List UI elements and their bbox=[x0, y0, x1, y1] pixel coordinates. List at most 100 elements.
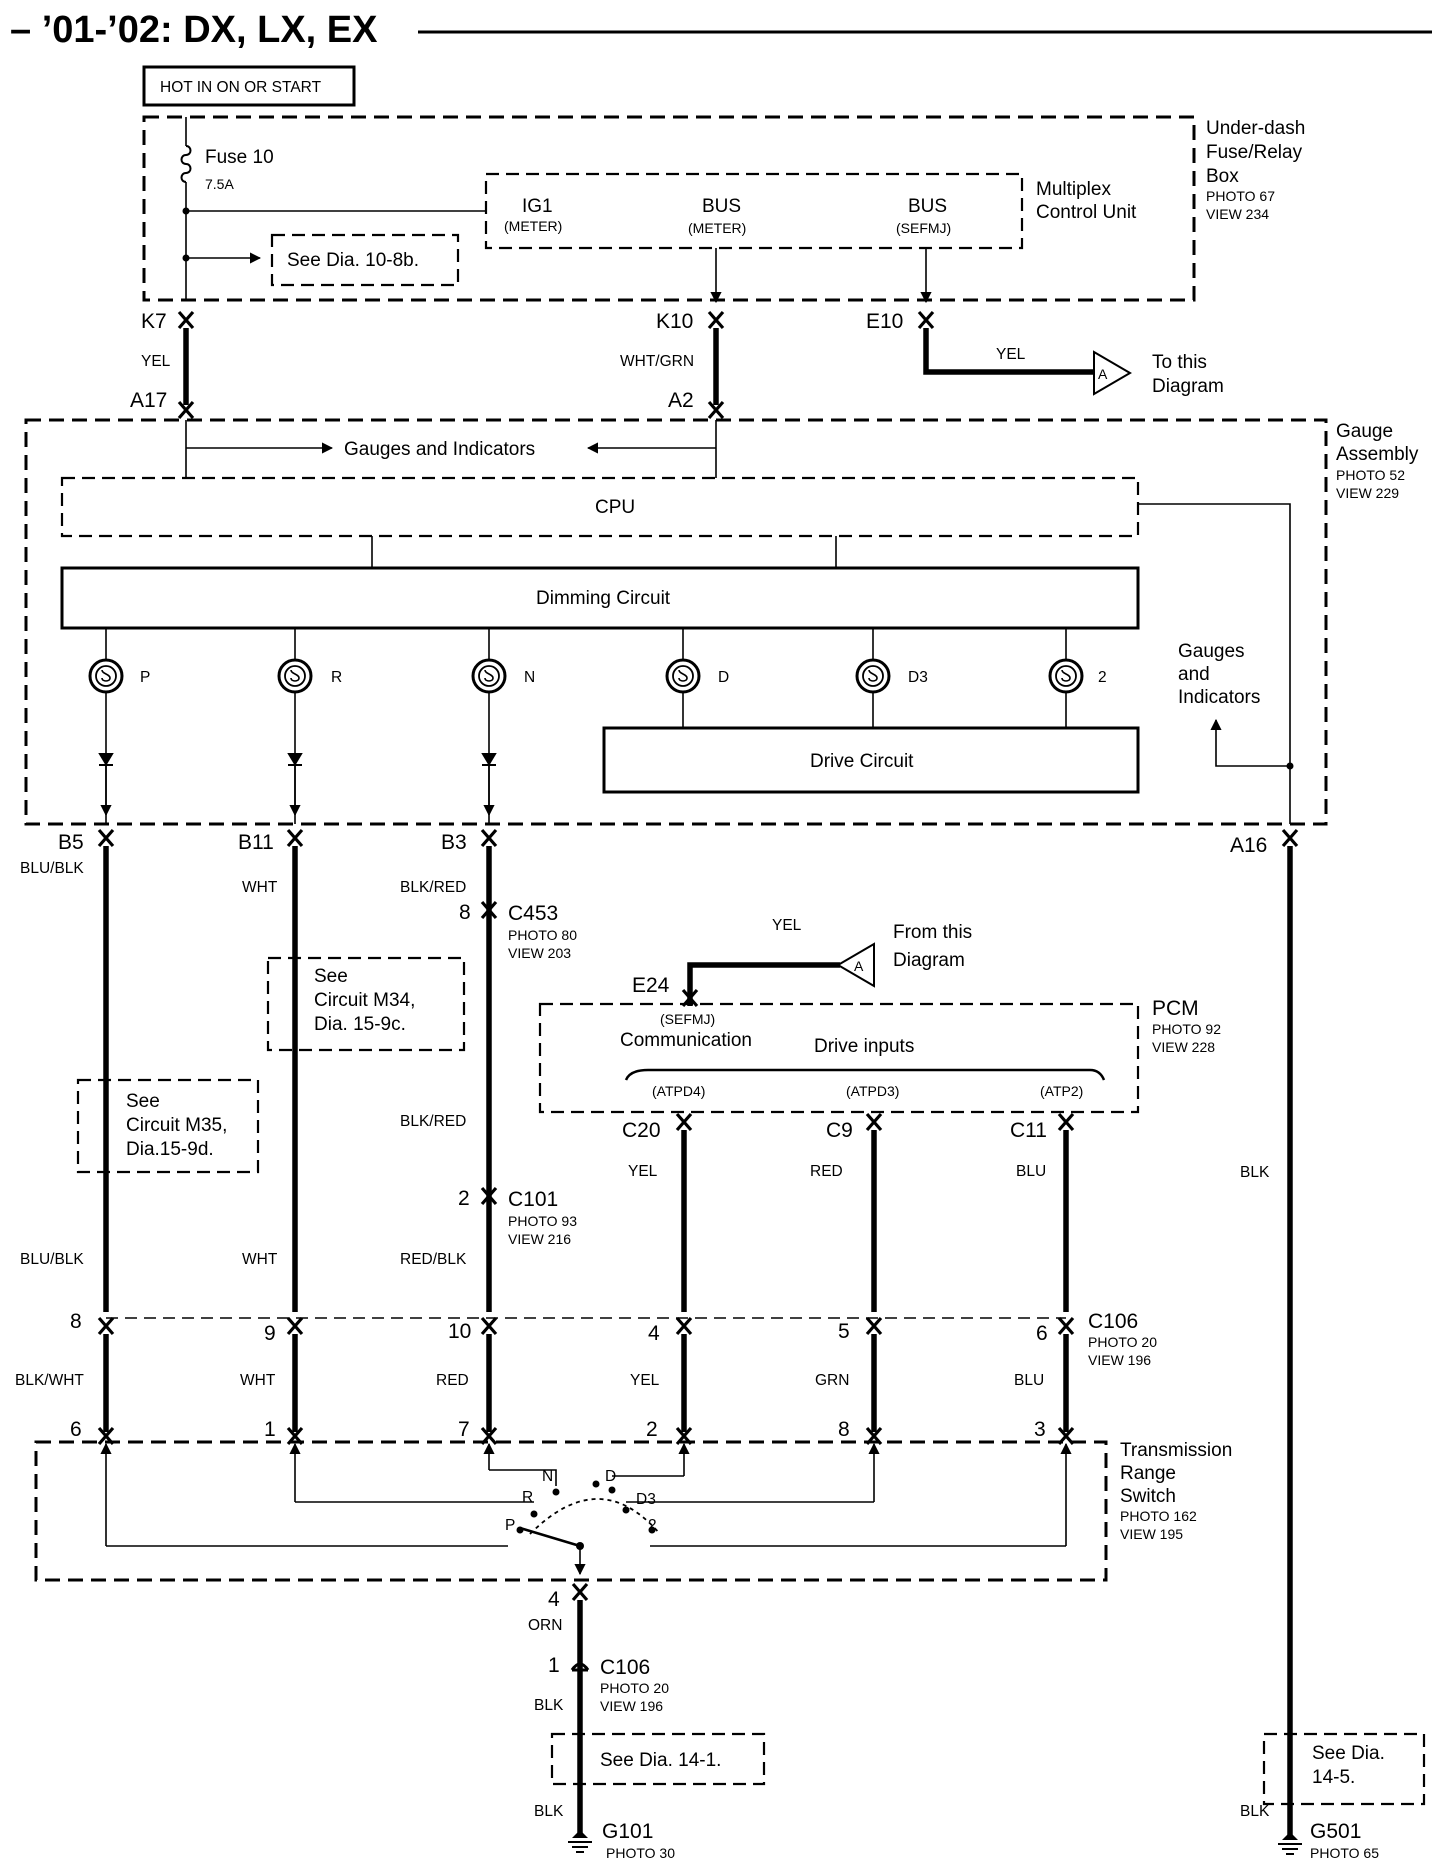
c453-view: VIEW 203 bbox=[508, 945, 571, 961]
ground-g101: G101 bbox=[602, 1820, 653, 1843]
bulb-icon bbox=[665, 658, 701, 694]
wire-b3-color: BLK/RED bbox=[400, 879, 466, 896]
wire-b5-color: BLU/BLK bbox=[20, 860, 84, 877]
indicator-d-label: D bbox=[718, 669, 729, 686]
from-diagram-text-2: Diagram bbox=[893, 950, 965, 971]
wire-c20-color: YEL bbox=[628, 1163, 658, 1180]
ground-g101-icon bbox=[568, 1830, 592, 1853]
power-source-label: HOT IN ON OR START bbox=[160, 79, 322, 96]
pin-c20-label: C20 bbox=[622, 1119, 661, 1142]
indicator-2-label: 2 bbox=[1098, 669, 1107, 686]
trs-pin-label-5: 8 bbox=[838, 1418, 850, 1441]
fuse-box-name-2: Fuse/Relay bbox=[1206, 142, 1303, 163]
wire-a16-color: BLK bbox=[1240, 1164, 1270, 1181]
pin-k7-label: K7 bbox=[141, 310, 167, 333]
c453-pin: 8 bbox=[459, 901, 471, 924]
mcu-ig1-sub: (METER) bbox=[504, 218, 562, 234]
junction-a16 bbox=[1286, 762, 1294, 770]
cpu-to-a16 bbox=[1138, 503, 1291, 824]
pin-a16 bbox=[1281, 828, 1299, 848]
ground-c106-name: C106 bbox=[600, 1656, 650, 1679]
from-diagram-text-1: From this bbox=[893, 922, 972, 943]
from-diagram-a-flag bbox=[836, 942, 875, 988]
ground-c106-photo: PHOTO 20 bbox=[600, 1680, 669, 1696]
c453-name: C453 bbox=[508, 902, 558, 925]
pcm-photo: PHOTO 92 bbox=[1152, 1021, 1221, 1037]
see-m34-3: Dia. 15-9c. bbox=[314, 1014, 406, 1035]
gauge-internal-label: Gauges and Indicators bbox=[344, 439, 535, 460]
bulb-icon bbox=[471, 658, 507, 694]
drive-circuit-label: Drive Circuit bbox=[810, 751, 914, 772]
pcm-sefmj: (SEFMJ) bbox=[660, 1011, 715, 1027]
trs-ground-pin-label: 4 bbox=[548, 1588, 560, 1611]
pin-e24-label: E24 bbox=[632, 974, 670, 997]
pin-c9-label: C9 bbox=[826, 1119, 853, 1142]
c101-pin: 2 bbox=[458, 1187, 470, 1210]
see-10-8b-box bbox=[270, 233, 460, 287]
trs-pos-d: D bbox=[605, 1468, 616, 1485]
wire-3-lower-color: RED/BLK bbox=[400, 1251, 467, 1268]
see-14-5-1: See Dia. bbox=[1312, 1743, 1385, 1764]
ground-g501-icon bbox=[1278, 1832, 1302, 1855]
fuse-box-photo: PHOTO 67 bbox=[1206, 188, 1275, 204]
wire-from-a-to-e24 bbox=[687, 962, 840, 1006]
ground-c106-view: VIEW 196 bbox=[600, 1698, 663, 1714]
drive-circuit-box bbox=[602, 726, 1140, 794]
trs-pos-2: 2 bbox=[648, 1517, 657, 1534]
mcu-name-2: Control Unit bbox=[1036, 202, 1137, 223]
trs-pos-p: P bbox=[505, 1517, 515, 1534]
see-14-1-box bbox=[550, 1732, 766, 1786]
wire-b11-color: WHT bbox=[242, 879, 278, 896]
to-diagram-text-2: Diagram bbox=[1152, 376, 1224, 397]
trs-pin-label-6: 3 bbox=[1034, 1418, 1046, 1441]
gauge-right-label-1: Gauges bbox=[1178, 641, 1245, 662]
see-m34-1: See bbox=[314, 966, 348, 987]
dimming-circuit-box bbox=[60, 566, 1140, 630]
ground-wire-lower-color: BLK bbox=[534, 1697, 564, 1714]
bulb-icon bbox=[855, 658, 891, 694]
ground-g501: G501 bbox=[1310, 1820, 1361, 1843]
c106-name: C106 bbox=[1088, 1310, 1138, 1333]
pin-a16-label: A16 bbox=[1230, 834, 1267, 857]
fuse-rating: 7.5A bbox=[205, 176, 234, 192]
trs-pos-n: N bbox=[542, 1468, 553, 1485]
see-m34-box bbox=[266, 956, 466, 1052]
bulb-icon bbox=[1048, 658, 1084, 694]
pin-b11-label: B11 bbox=[238, 831, 274, 854]
pin-k10-label: K10 bbox=[656, 310, 693, 333]
from-diagram-wire-color: YEL bbox=[772, 917, 802, 934]
see-m35-1: See bbox=[126, 1091, 160, 1112]
see-14-5-2: 14-5. bbox=[1312, 1767, 1355, 1788]
wire-k10-color: WHT/GRN bbox=[620, 353, 694, 370]
pin-b3 bbox=[480, 828, 498, 848]
c106-pin-5 bbox=[865, 1316, 883, 1336]
trs-photo: PHOTO 162 bbox=[1120, 1508, 1197, 1524]
pin-b3-label: B3 bbox=[441, 831, 467, 854]
wire-e10-color: YEL bbox=[996, 346, 1026, 363]
pin-c11 bbox=[1057, 1112, 1075, 1132]
see-14-5-box bbox=[1262, 1732, 1426, 1806]
c106-pin-9 bbox=[286, 1316, 304, 1336]
trs-pin-label-4: 2 bbox=[646, 1418, 658, 1441]
trs-name-3: Switch bbox=[1120, 1486, 1176, 1507]
see-m34-2: Circuit M34, bbox=[314, 990, 415, 1011]
trs-pos-d3: D3 bbox=[636, 1491, 656, 1508]
to-diagram-a-letter: A bbox=[1098, 366, 1108, 382]
pcm-communication: Communication bbox=[620, 1030, 752, 1051]
pcm-name: PCM bbox=[1152, 997, 1199, 1020]
c106-pin-label-6: 6 bbox=[1036, 1322, 1048, 1345]
wire-5-bot-color: GRN bbox=[815, 1372, 849, 1389]
bulb-icon bbox=[88, 658, 124, 694]
indicator-d bbox=[665, 628, 701, 728]
page-title: – ’01-’02: DX, LX, EX bbox=[10, 9, 378, 51]
wire-1-lower-color: BLU/BLK bbox=[20, 1251, 84, 1268]
to-diagram-text-1: To this bbox=[1152, 352, 1207, 373]
pin-b5 bbox=[97, 828, 115, 848]
c106-pin-label-1: 8 bbox=[70, 1310, 82, 1333]
gauge-right-label-2: and bbox=[1178, 664, 1210, 685]
trs-pos-r: R bbox=[522, 1489, 533, 1506]
gauge-assembly-photo: PHOTO 52 bbox=[1336, 467, 1405, 483]
c106-lower-connector bbox=[570, 1662, 590, 1672]
gauge-right-label-3: Indicators bbox=[1178, 687, 1260, 708]
